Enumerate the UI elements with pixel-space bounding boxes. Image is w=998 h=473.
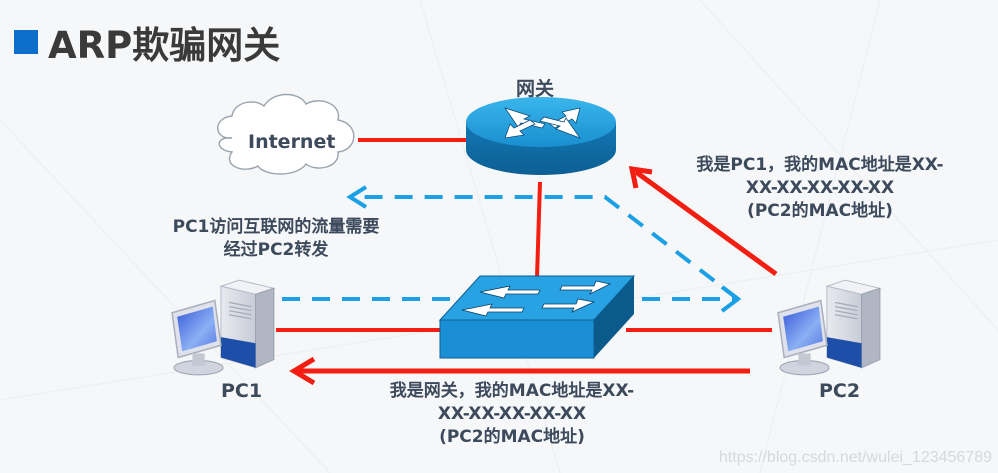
- spoof-message-line: (PC2的MAC地址): [747, 201, 893, 221]
- dashed-arrowhead-pc2: [720, 285, 742, 313]
- traffic-note: PC1访问互联网的流量需要 经过PC2转发: [136, 216, 416, 262]
- gateway-label: 网关: [516, 78, 555, 100]
- arp-spoof-arrow-to-gateway: [634, 169, 778, 277]
- gateway-router-icon: [466, 97, 616, 175]
- spoof-message-line: XX-XX-XX-XX-XX: [745, 178, 895, 198]
- internet-cloud-icon: [217, 93, 355, 175]
- watermark: https://blog.csdn.net/wulei_123456789: [718, 449, 992, 466]
- arrowhead-to-gateway: [628, 165, 653, 189]
- arrowhead-to-pc1: [289, 356, 316, 386]
- spoof-message-to-gateway: 我是PC1，我的MAC地址是XX- XX-XX-XX-XX-XX (PC2的MA…: [660, 154, 980, 223]
- title-text: ARP欺骗网关: [48, 24, 281, 67]
- pc2-label: PC2: [819, 380, 861, 402]
- traffic-note-line: PC1访问互联网的流量需要: [172, 217, 380, 237]
- switch-icon: [438, 275, 636, 359]
- traffic-note-line: 经过PC2转发: [223, 240, 329, 260]
- spoof-message-to-pc1: 我是网关，我的MAC地址是XX- XX-XX-XX-XX-XX (PC2的MAC…: [352, 380, 672, 449]
- title-bullet: [14, 30, 38, 54]
- pc2-computer-icon: [777, 279, 881, 376]
- spoof-message-line: 我是PC1，我的MAC地址是XX-: [696, 155, 944, 175]
- link-gateway-switch: [535, 181, 542, 279]
- dashed-arrowhead-internet: [346, 185, 368, 209]
- spoof-message-line: 我是网关，我的MAC地址是XX-: [389, 381, 635, 401]
- pc1-label: PC1: [221, 380, 263, 402]
- internet-label: Internet: [248, 131, 336, 153]
- slide-title: ARP欺骗网关: [14, 20, 280, 67]
- spoof-message-line: (PC2的MAC地址): [439, 427, 585, 447]
- pc1-computer-icon: [171, 279, 275, 376]
- spoof-message-line: XX-XX-XX-XX-XX: [437, 404, 587, 424]
